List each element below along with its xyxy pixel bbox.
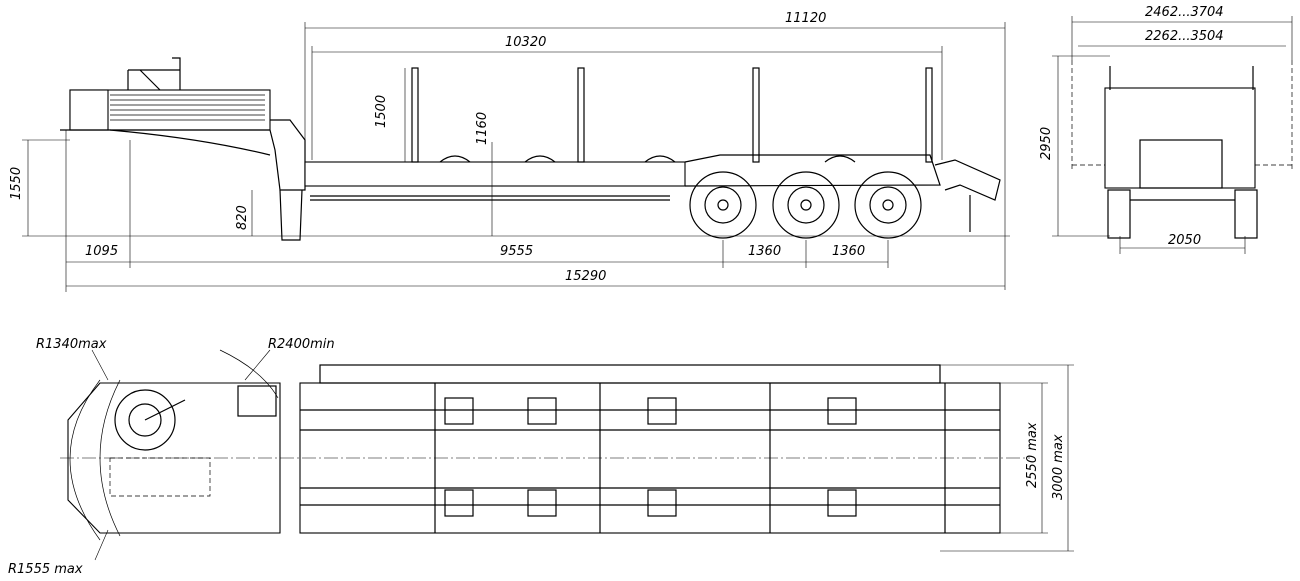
dim-1095: 1095 [85, 244, 118, 259]
dim-height-2950: 2950 [1039, 127, 1054, 160]
top-view: R1340max R2400min R1555 max 2550 max 300… [8, 337, 1074, 577]
dim-820: 820 [235, 205, 250, 230]
top-side-rail-upper [319, 364, 941, 384]
dim-11120: 11120 [785, 11, 826, 26]
dim-9555: 9555 [500, 244, 533, 259]
label-r1340: R1340max [36, 337, 107, 352]
gooseneck-neck [60, 119, 306, 191]
label-r1555: R1555 max [8, 562, 83, 577]
arc-r1340 [69, 379, 101, 541]
side-dim-lines [22, 22, 1010, 292]
rear-deck [684, 154, 941, 187]
dim-track-2050: 2050 [1168, 233, 1201, 248]
dim-1500: 1500 [374, 95, 389, 128]
dim-2550: 2550 max [1025, 422, 1040, 488]
rear-view: 2462...3704 2262...3504 2950 2050 [1039, 5, 1293, 254]
dim-15290: 15290 [565, 269, 606, 284]
leader-r2400 [244, 349, 271, 381]
top-valve-box [237, 385, 277, 417]
gooseneck-ribs [110, 94, 265, 121]
rear-wheel-left [1107, 189, 1131, 239]
support-leg [279, 189, 303, 241]
top-brackets [444, 397, 857, 517]
dim-3000: 3000 max [1051, 434, 1066, 500]
deck-humps [439, 155, 856, 163]
dim-1160: 1160 [475, 112, 490, 145]
rear-center-block [1139, 139, 1223, 189]
main-deck [304, 161, 686, 187]
dim-width-inner: 2262...3504 [1145, 29, 1224, 44]
dim-10320: 10320 [505, 35, 546, 50]
leader-r1340 [91, 349, 109, 381]
wheels [689, 171, 922, 239]
leader-r1555 [94, 529, 109, 561]
dim-1550: 1550 [9, 167, 24, 200]
rear-wheel-right [1234, 189, 1258, 239]
rear-dim-lines [1052, 16, 1293, 254]
dim-1360-a: 1360 [748, 244, 781, 259]
top-fifth-wheel [114, 389, 176, 451]
top-pin-arm [144, 399, 186, 421]
dim-1360-b: 1360 [832, 244, 865, 259]
arc-inner [99, 379, 121, 537]
top-fifth-wheel-inner [128, 403, 162, 437]
side-view: 11120 10320 1500 1160 1550 820 1095 9555… [9, 11, 1010, 292]
top-dim-lines [940, 364, 1074, 552]
rear-extended-outline [1071, 60, 1293, 170]
dim-width-outer: 2462...3704 [1145, 5, 1224, 20]
arc-r2400 [219, 349, 279, 399]
gooseneck-top-frame [127, 57, 181, 91]
rear-body [1104, 87, 1256, 189]
stakes [411, 67, 933, 163]
rear-ramp [934, 159, 1001, 201]
label-r2400: R2400min [268, 337, 335, 352]
gooseneck-front-box [69, 89, 109, 131]
gooseneck-lower-curve [109, 129, 271, 156]
